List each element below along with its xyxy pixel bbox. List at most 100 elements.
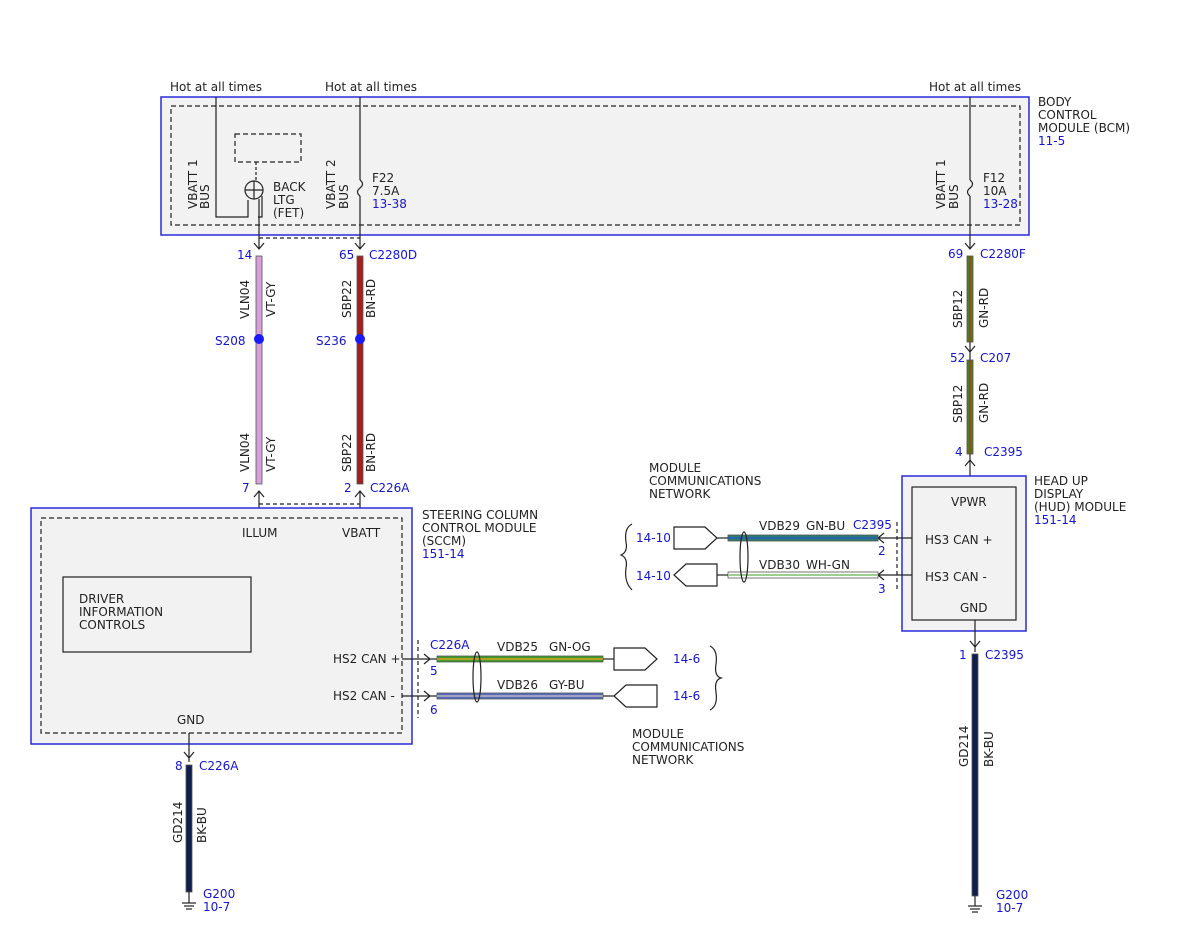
- vdb30-page-ref[interactable]: 14-10: [636, 569, 671, 583]
- c207-pin-52: 52: [950, 351, 965, 365]
- dic-line-3: CONTROLS: [79, 618, 145, 632]
- c2280d-pin-65: 65: [339, 248, 354, 262]
- c2395-pin-4: 4: [955, 445, 963, 459]
- sbp22-circuit-top: SBP22: [340, 280, 354, 318]
- sccm-illum-label: ILLUM: [242, 526, 277, 540]
- c2395-top-label: C2395: [984, 445, 1023, 459]
- page-ref-arrow-vdb29[interactable]: [673, 526, 728, 550]
- hot-label-mid: Hot at all times: [325, 80, 417, 94]
- hud-ref[interactable]: 151-14: [1034, 513, 1077, 527]
- page-ref-arrow-vdb30[interactable]: [673, 563, 728, 587]
- c2395-gnd-label: C2395: [985, 648, 1024, 662]
- sccm-module[interactable]: [30, 507, 413, 745]
- c2280d-label: C2280D: [369, 248, 417, 262]
- sccm-ref[interactable]: 151-14: [422, 547, 465, 561]
- bcm-mid-bus-line-1: VBATT 2: [324, 159, 338, 209]
- gd214-sccm-circuit: GD214: [171, 802, 185, 843]
- g200-right-label[interactable]: G200: [996, 888, 1028, 902]
- wire-sbp22[interactable]: [356, 255, 364, 485]
- bcm-right-internal: [966, 97, 974, 248]
- brace-sccm-network: [709, 645, 724, 711]
- vdb25-circuit: VDB25: [497, 640, 538, 654]
- twisted-pair-hud: [739, 531, 749, 583]
- vdb25-color: GN-OG: [549, 640, 591, 654]
- sbp22-circuit-bottom: SBP22: [340, 434, 354, 472]
- sbp12-upper-color: GN-RD: [977, 288, 991, 328]
- hot-label-left: Hot at all times: [170, 80, 262, 94]
- bcm-ref[interactable]: 11-5: [1038, 134, 1065, 148]
- sbp12-lower-color: GN-RD: [977, 383, 991, 423]
- g200-left-label[interactable]: G200: [203, 887, 235, 901]
- bcm-module[interactable]: [160, 96, 1030, 236]
- connector-c2280d: [253, 237, 366, 250]
- connector-c226a-gnd: [183, 733, 195, 762]
- vln04-circuit-bottom: VLN04: [238, 433, 252, 472]
- sccm-name-line-2: CONTROL MODULE: [422, 521, 537, 535]
- hot-label-right: Hot at all times: [929, 80, 1021, 94]
- wire-vdb25[interactable]: [436, 655, 604, 663]
- wire-gd214-hud[interactable]: [971, 653, 979, 897]
- hud-vpwr-label: VPWR: [951, 495, 987, 509]
- hud-name-line-3: (HUD) MODULE: [1034, 500, 1126, 514]
- vdb26-page-ref[interactable]: 14-6: [673, 689, 700, 703]
- connector-c207: [964, 342, 976, 360]
- connector-c2395-gnd: [969, 620, 981, 652]
- hud-module[interactable]: [901, 475, 1027, 632]
- wire-vln04[interactable]: [255, 255, 263, 485]
- splice-s208-label[interactable]: S208: [215, 334, 246, 348]
- sbp22-color-bottom: BN-RD: [364, 433, 378, 472]
- sccm-gnd-label: GND: [177, 713, 205, 727]
- vdb25-page-ref[interactable]: 14-6: [673, 652, 700, 666]
- bcm-name-line-3: MODULE (BCM): [1038, 121, 1130, 135]
- bcm-left-bus-line-1: VBATT 1: [186, 159, 200, 209]
- wire-sbp12-upper[interactable]: [966, 255, 974, 343]
- fuse-f22-amps: 7.5A: [372, 184, 400, 198]
- vln04-color-top: VT-GY: [264, 281, 278, 317]
- sbp12-upper-circuit: SBP12: [951, 290, 965, 328]
- sccm-network-line-1: MODULE: [632, 727, 684, 741]
- bcm-name-line-1: BODY: [1038, 95, 1072, 109]
- vdb29-page-ref[interactable]: 14-10: [636, 531, 671, 545]
- fuse-f12-ref[interactable]: 13-28: [983, 197, 1018, 211]
- splice-s208[interactable]: [254, 334, 264, 344]
- connector-c226a-can: [402, 640, 437, 718]
- bcm-left-bus-line-2: BUS: [198, 184, 212, 209]
- fuse-f22-label: F22: [372, 171, 394, 185]
- g200-left-ref[interactable]: 10-7: [203, 900, 230, 914]
- g200-right-ref[interactable]: 10-7: [996, 901, 1023, 915]
- hud-network-line-1: MODULE: [649, 461, 701, 475]
- driver-information-controls-box[interactable]: [62, 576, 252, 653]
- ground-symbol-g200-right[interactable]: [968, 896, 982, 913]
- ground-symbol-g200-left[interactable]: [182, 892, 196, 910]
- gd214-hud-circuit: GD214: [957, 726, 971, 767]
- page-ref-arrow-vdb26[interactable]: [603, 684, 658, 708]
- wire-gd214-sccm[interactable]: [185, 764, 193, 893]
- fet-line-2: LTG: [273, 193, 295, 207]
- gd214-hud-color: BK-BU: [982, 731, 996, 767]
- page-ref-arrow-vdb25[interactable]: [603, 647, 658, 671]
- wire-vdb30[interactable]: [727, 571, 879, 579]
- splice-s236[interactable]: [355, 334, 365, 344]
- sccm-vbatt-label: VBATT: [342, 526, 381, 540]
- bcm-right-bus-line-1: VBATT 1: [934, 159, 948, 209]
- wire-vdb26[interactable]: [436, 692, 604, 700]
- wire-vdb29[interactable]: [727, 534, 879, 542]
- splice-s236-label[interactable]: S236: [316, 334, 347, 348]
- fet-line-3: (FET): [273, 206, 304, 220]
- sccm-name-line-1: STEERING COLUMN: [422, 508, 538, 522]
- c226a-pin-5: 5: [430, 664, 438, 678]
- vdb30-color: WH-GN: [806, 558, 850, 572]
- hud-hs3-can-plus-label: HS3 CAN +: [925, 533, 993, 547]
- wire-sbp12-lower[interactable]: [966, 359, 974, 455]
- vdb30-circuit: VDB30: [759, 558, 800, 572]
- c226a-pin-7: 7: [242, 481, 250, 495]
- c226a-top-label: C226A: [370, 481, 410, 495]
- dic-line-2: INFORMATION: [79, 605, 163, 619]
- c207-label: C207: [980, 351, 1011, 365]
- sccm-network-line-2: COMMUNICATIONS: [632, 740, 744, 754]
- fuse-f22-ref[interactable]: 13-38: [372, 197, 407, 211]
- hud-network-line-3: NETWORK: [649, 487, 712, 501]
- fuse-f12-label: F12: [983, 171, 1005, 185]
- sccm-name-line-3: (SCCM): [422, 534, 466, 548]
- hud-network-line-2: COMMUNICATIONS: [649, 474, 761, 488]
